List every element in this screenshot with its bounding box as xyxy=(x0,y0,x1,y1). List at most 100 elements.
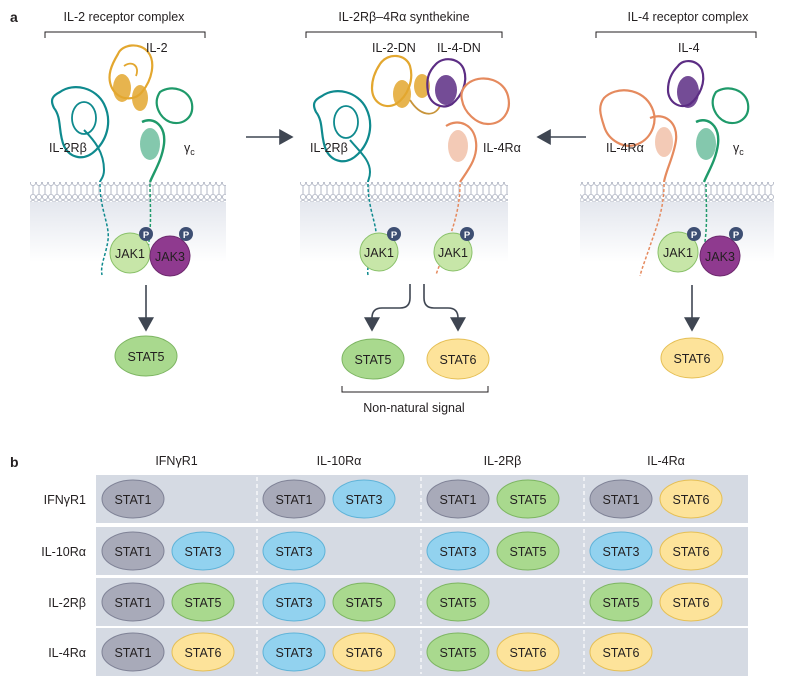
stat-oval-label: STAT1 xyxy=(114,596,151,610)
matrix-row-header: IL-10Rα xyxy=(41,545,86,559)
il2-dn-protein xyxy=(370,54,441,115)
stat-oval-stat5: STAT5 xyxy=(426,582,490,622)
stat-oval-label: STAT5 xyxy=(184,596,221,610)
gammac-tail-right xyxy=(703,183,708,249)
il4ra-label-right: IL-4Rα xyxy=(606,141,644,155)
stat-oval-stat6: STAT6 xyxy=(496,632,560,672)
stat-oval-label: STAT3 xyxy=(602,545,639,559)
stat6-middle-label: STAT6 xyxy=(439,353,476,367)
membrane-left xyxy=(30,182,226,262)
il4-dn-protein xyxy=(426,58,467,108)
stat-oval-label: STAT5 xyxy=(345,596,382,610)
matrix-column-header: IL-2Rβ xyxy=(484,454,522,468)
phospho-badge: P xyxy=(387,227,401,241)
stat-oval-stat5: STAT5 xyxy=(332,582,396,622)
panel-b-letter: b xyxy=(10,454,19,470)
gammac-tail-left xyxy=(147,183,152,249)
phospho-badge: P xyxy=(687,227,701,241)
il4ra-receptor-right xyxy=(599,89,678,183)
stat-oval-stat3: STAT3 xyxy=(426,531,490,571)
matrix-row-header: IL-2Rβ xyxy=(48,596,86,610)
stat-oval-label: STAT3 xyxy=(275,545,312,559)
stat-oval-stat5: STAT5 xyxy=(496,479,560,519)
il4-label: IL-4 xyxy=(678,41,700,55)
il4-dn-label: IL-4-DN xyxy=(437,41,481,55)
il2rb-tail-left xyxy=(99,183,109,276)
stat-oval-label: STAT5 xyxy=(509,545,546,559)
stat5-middle-label: STAT5 xyxy=(354,353,391,367)
stat-oval-stat1: STAT1 xyxy=(101,582,165,622)
jak3-left-label: JAK3 xyxy=(155,250,185,264)
jak1-middle-a-label: JAK1 xyxy=(364,246,394,260)
synthekine-title: IL-2Rβ–4Rα synthekine xyxy=(338,10,469,24)
matrix-column-header: IL-10Rα xyxy=(317,454,362,468)
il2-protein xyxy=(108,44,154,111)
stat-oval-label: STAT5 xyxy=(602,596,639,610)
stat-oval-label: STAT3 xyxy=(345,493,382,507)
il2-complex-title: IL-2 receptor complex xyxy=(64,10,186,24)
gammac-sub-left: c xyxy=(190,147,195,157)
stat-oval-label: STAT6 xyxy=(672,493,709,507)
jak3-right: JAK3 xyxy=(699,235,741,277)
stat-oval-label: STAT6 xyxy=(345,646,382,660)
stat-oval-stat6: STAT6 xyxy=(659,531,723,571)
stat-oval-stat5: STAT5 xyxy=(496,531,560,571)
jak1-left-label: JAK1 xyxy=(115,247,145,261)
stat-oval-label: STAT6 xyxy=(602,646,639,660)
stat6-right: STAT6 xyxy=(660,337,724,379)
stat-oval-label: STAT6 xyxy=(509,646,546,660)
il4ra-label-middle: IL-4Rα xyxy=(483,141,521,155)
stat-oval-label: STAT1 xyxy=(114,493,151,507)
stat-oval-label: STAT6 xyxy=(184,646,221,660)
non-natural-bracket xyxy=(341,386,489,393)
arrow-to-stat6-middle xyxy=(423,284,466,332)
stat-oval-label: STAT3 xyxy=(184,545,221,559)
stat-oval-stat6: STAT6 xyxy=(171,632,235,672)
stat5-middle: STAT5 xyxy=(341,338,405,380)
stat-oval-stat3: STAT3 xyxy=(262,632,326,672)
stat-oval-stat1: STAT1 xyxy=(101,479,165,519)
non-natural-signal-label: Non-natural signal xyxy=(363,401,464,415)
stat-oval-label: STAT6 xyxy=(672,545,709,559)
phospho-label: P xyxy=(691,230,698,241)
il2-label: IL-2 xyxy=(146,41,168,55)
matrix-row-header: IFNγR1 xyxy=(44,493,86,507)
stat-oval-stat1: STAT1 xyxy=(101,531,165,571)
il2rb-label-middle: IL-2Rβ xyxy=(310,141,348,155)
synthekine-bracket xyxy=(305,31,503,38)
stat-oval-label: STAT1 xyxy=(439,493,476,507)
jak1-middle-b-label: JAK1 xyxy=(438,246,468,260)
il2rb-receptor-middle xyxy=(312,90,372,183)
phospho-label: P xyxy=(464,230,471,241)
jak1-middle-b: JAK1 xyxy=(433,232,473,272)
stat6-middle: STAT6 xyxy=(426,338,490,380)
stat-oval-label: STAT3 xyxy=(439,545,476,559)
stat-oval-label: STAT1 xyxy=(114,545,151,559)
stat-oval-label: STAT6 xyxy=(672,596,709,610)
phospho-badge: P xyxy=(460,227,474,241)
stat-oval-label: STAT5 xyxy=(439,646,476,660)
stat-oval-stat3: STAT3 xyxy=(262,531,326,571)
stat-oval-stat3: STAT3 xyxy=(262,582,326,622)
stat-oval-stat1: STAT1 xyxy=(426,479,490,519)
gammac-receptor-right xyxy=(695,87,750,183)
stat-oval-stat3: STAT3 xyxy=(171,531,235,571)
stat-oval-label: STAT1 xyxy=(602,493,639,507)
phospho-badge: P xyxy=(179,227,193,241)
phospho-label: P xyxy=(183,230,190,241)
stat-oval-stat6: STAT6 xyxy=(332,632,396,672)
matrix-column-header: IL-4Rα xyxy=(647,454,685,468)
stat-oval-stat3: STAT3 xyxy=(332,479,396,519)
stat6-right-label: STAT6 xyxy=(673,352,710,366)
il4-protein xyxy=(666,60,705,108)
stat-oval-stat5: STAT5 xyxy=(426,632,490,672)
il2-dn-label: IL-2-DN xyxy=(372,41,416,55)
stat-oval-label: STAT5 xyxy=(439,596,476,610)
jak1-right: JAK1 xyxy=(657,231,699,273)
jak3-right-label: JAK3 xyxy=(705,250,735,264)
gammac-receptor-left xyxy=(140,87,194,183)
jak1-middle-a: JAK1 xyxy=(359,232,399,272)
jak1-right-label: JAK1 xyxy=(663,246,693,260)
